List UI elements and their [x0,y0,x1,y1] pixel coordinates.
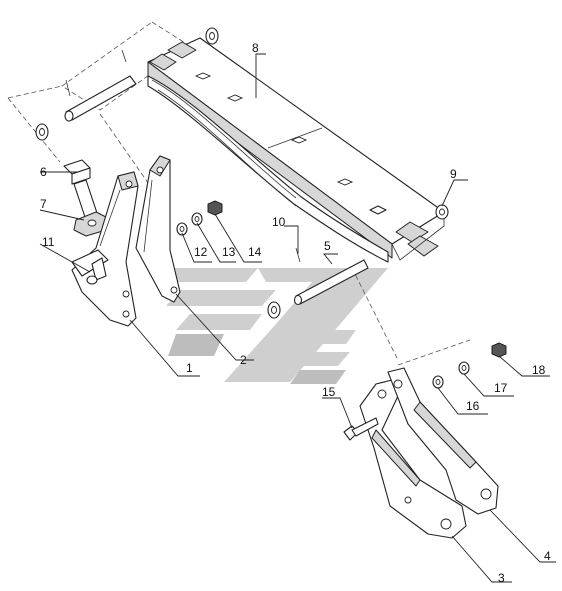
fasteners-15-16-17-18 [343,342,507,441]
pin-part-5 [267,247,369,319]
bracket-part-2 [135,155,181,303]
callout-14: 14 [248,245,262,259]
leader-lines [39,53,556,583]
bracket-part-1 [71,171,139,327]
callout-18: 18 [532,363,546,377]
assembly-guide-lines [7,21,471,366]
callout-11: 11 [42,235,55,249]
callout-12: 12 [194,245,208,259]
callout-15: 15 [322,385,336,399]
callout-9: 9 [450,167,457,181]
callout-2: 2 [240,353,247,367]
watermark-logo [160,268,388,384]
callout-16: 16 [466,399,480,413]
washer-part-9 [435,204,449,220]
callout-5: 5 [324,239,331,253]
upper-pin-assembly [35,27,219,141]
leaf-spring-part-8 [147,37,445,263]
callout-8: 8 [252,41,259,55]
bracket-part-4 [387,367,499,515]
callout-labels: 1 2 3 4 5 6 7 8 9 10 11 12 13 14 15 16 1… [40,41,551,585]
callout-1: 1 [186,361,193,375]
bolt-part-11 [86,257,107,285]
fasteners-12-13-14 [176,200,223,236]
callout-4: 4 [544,549,551,563]
callout-3: 3 [498,571,505,585]
callout-10: 10 [272,215,286,229]
callout-7: 7 [40,197,47,211]
callout-13: 13 [222,245,236,259]
callout-17: 17 [494,381,508,395]
callout-6: 6 [40,165,47,179]
